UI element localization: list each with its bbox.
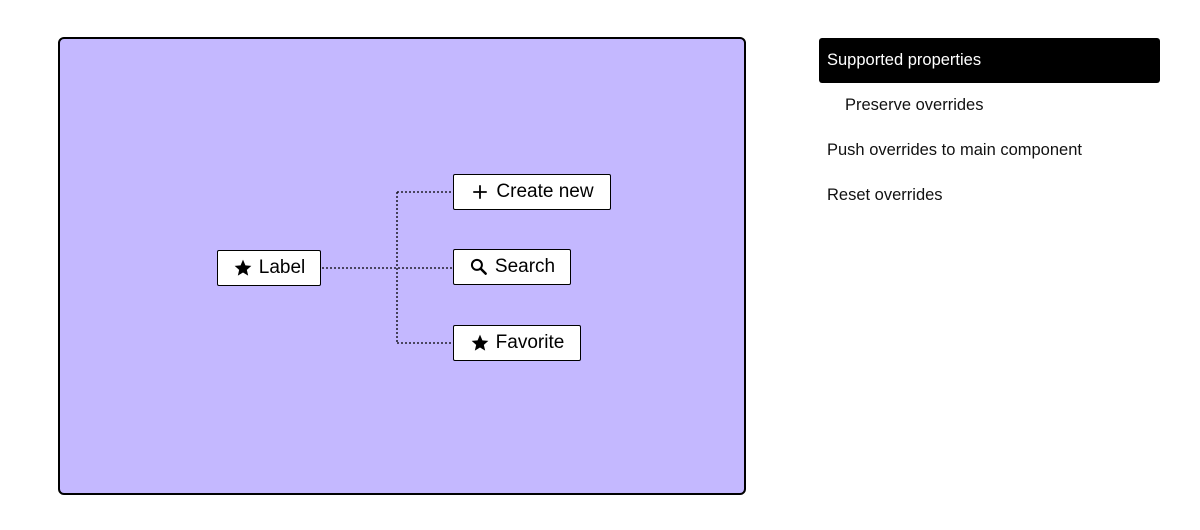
options-menu: Supported properties Preserve overrides …	[819, 38, 1160, 218]
star-icon	[470, 333, 490, 353]
plus-icon	[470, 182, 490, 202]
star-icon	[233, 258, 253, 278]
menu-item-label: Push overrides to main component	[827, 141, 1082, 159]
search-icon	[469, 257, 489, 277]
label-node[interactable]: Label	[217, 250, 321, 286]
label-node-text: Label	[258, 257, 306, 278]
menu-item-label: Supported properties	[827, 51, 982, 69]
favorite-node-text: Favorite	[495, 332, 565, 353]
create-new-node[interactable]: Create new	[453, 174, 611, 210]
search-node[interactable]: Search	[453, 249, 571, 285]
create-new-node-text: Create new	[496, 181, 594, 202]
menu-item-label: Preserve overrides	[845, 96, 984, 114]
menu-item-supported-properties[interactable]: Supported properties	[819, 38, 1160, 83]
menu-item-reset-overrides[interactable]: Reset overrides	[819, 173, 1160, 218]
menu-item-push-overrides[interactable]: Push overrides to main component	[819, 128, 1160, 173]
favorite-node[interactable]: Favorite	[453, 325, 581, 361]
connector-lines	[322, 191, 453, 344]
search-node-text: Search	[494, 256, 556, 277]
diagram-canvas: Label Create new Search Favorite	[58, 37, 746, 495]
menu-item-preserve-overrides[interactable]: Preserve overrides	[819, 83, 1160, 128]
menu-item-label: Reset overrides	[827, 186, 943, 204]
